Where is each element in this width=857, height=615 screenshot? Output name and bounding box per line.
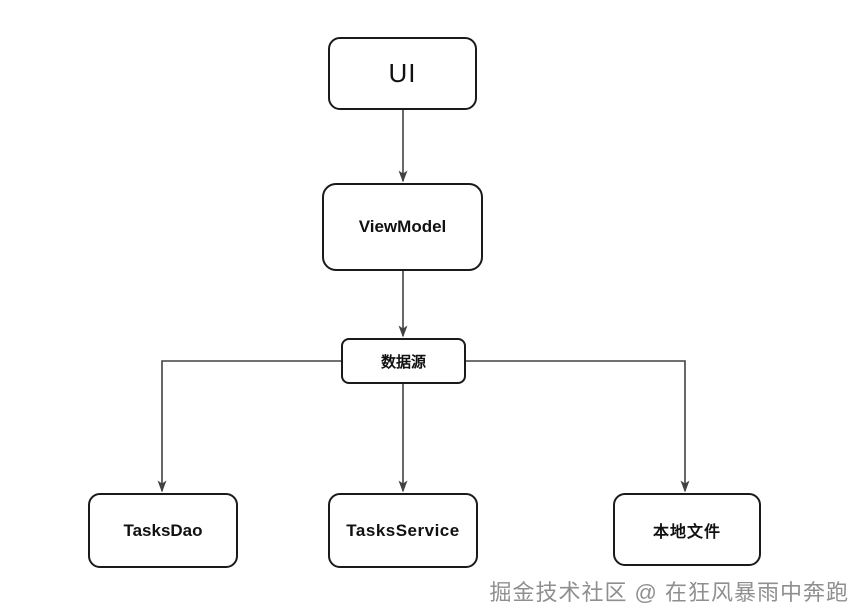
node-tasksservice-label: TasksService (346, 520, 460, 540)
node-viewmodel: ViewModel (322, 183, 483, 271)
node-ui-label: UI (388, 58, 417, 88)
node-tasksservice: TasksService (328, 493, 478, 568)
node-ui: UI (328, 37, 477, 110)
node-viewmodel-label: ViewModel (358, 217, 447, 236)
node-local-file: 本地文件 (613, 493, 761, 566)
node-local-file-label: 本地文件 (652, 523, 721, 541)
node-data-source-label: 数据源 (380, 353, 426, 371)
node-tasksdao-label: TasksDao (123, 520, 203, 540)
node-tasksdao: TasksDao (88, 493, 238, 568)
node-data-source: 数据源 (341, 338, 466, 384)
edge-datasource-to-tasksdao (157, 360, 341, 493)
watermark-text: 掘金技术社区 @ 在狂风暴雨中奔跑 (489, 580, 849, 605)
edge-datasource-to-localfile (466, 360, 690, 493)
